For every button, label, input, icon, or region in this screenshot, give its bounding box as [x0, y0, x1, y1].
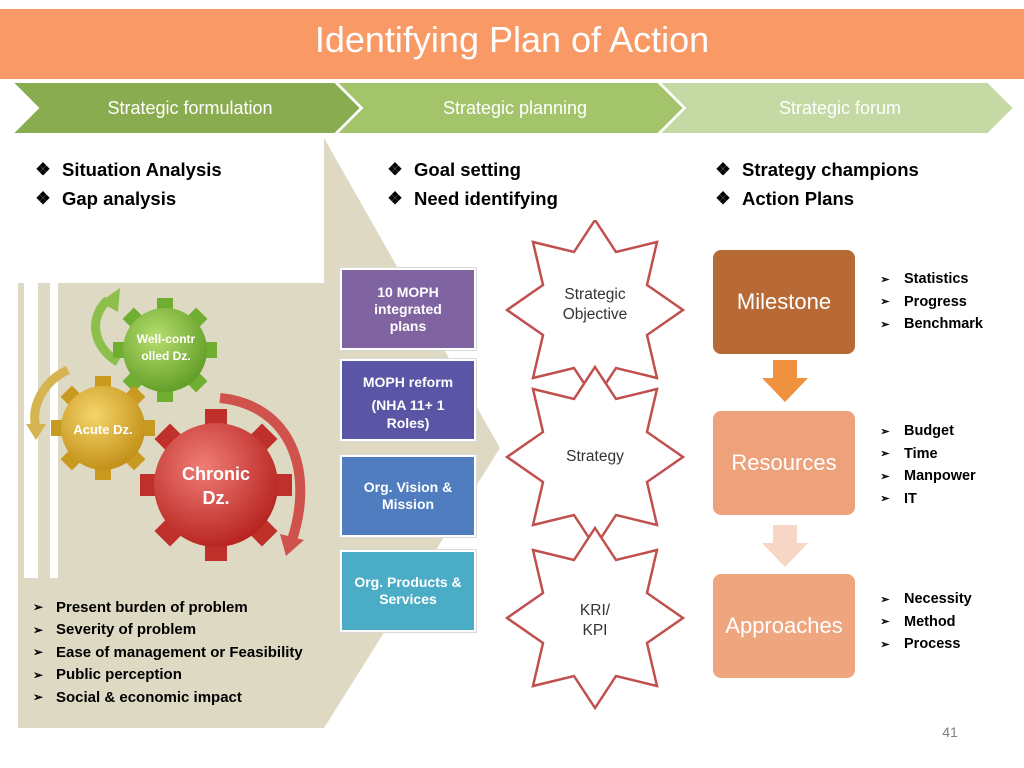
resources-list: ➢Budget ➢Time ➢Manpower ➢IT	[866, 420, 976, 511]
chevron-label-planning: Strategic planning	[442, 98, 588, 118]
chevron-label-formulation: Strategic formulation	[107, 98, 273, 118]
gear-label-chronic: Chronic Dz.	[181, 464, 250, 508]
cycle-arrow-gold	[30, 365, 71, 430]
list-item: ➢Social & economic impact	[20, 686, 303, 709]
list-item: ➢Benchmark	[866, 313, 983, 336]
list-item: ➢Time	[866, 443, 976, 466]
page-title: Identifying Plan of Action	[314, 19, 710, 60]
bullet-goal-setting: Goal setting	[414, 158, 521, 180]
arrow-bullet-icon: ➢	[880, 470, 890, 483]
arrow-bullet-icon: ➢	[32, 645, 44, 660]
gear-label-acute: Acute Dz.	[73, 422, 133, 437]
page-number: 41	[942, 724, 958, 740]
gear-acute	[51, 376, 155, 480]
approaches-list: ➢Necessity ➢Method ➢Process	[866, 588, 972, 656]
list-item: ➢Statistics	[866, 268, 983, 291]
list-item: ➢Necessity	[866, 588, 971, 611]
gear-chronic	[140, 409, 292, 561]
forum-bullets: ❖ Strategy champions ❖ Action Plans	[704, 155, 919, 213]
arrow-bullet-icon: ➢	[880, 593, 890, 606]
arrow-bullet-icon: ➢	[880, 296, 890, 309]
arrow-bullet-icon: ➢	[32, 622, 44, 637]
cycle-arrow-red	[219, 393, 306, 542]
list-item: ➢Method	[866, 611, 972, 634]
criteria-list: ➢Present burden of problem ➢Severity of …	[20, 596, 303, 709]
diamond-bullet-icon: ❖	[387, 188, 403, 208]
bullet-strategy-champions: Strategy champions	[742, 158, 919, 180]
bullet-situation-analysis: Situation Analysis	[62, 158, 222, 180]
planning-bullets: ❖ Goal setting ❖ Need identifying	[376, 155, 558, 213]
list-item: ➢IT	[866, 488, 976, 511]
arrow-bullet-icon: ➢	[880, 273, 890, 286]
arrow-bullet-icon: ➢	[32, 667, 44, 682]
star-kri-kpi	[505, 525, 686, 711]
list-item: ➢Progress	[866, 291, 983, 314]
gear-label-well-controlled: Well-controlled Dz.	[136, 332, 196, 363]
arrow-bullet-icon: ➢	[880, 425, 890, 438]
moph-box-vision-mission: Org. Vision &Mission	[340, 455, 476, 537]
arrow-bullet-icon: ➢	[880, 318, 890, 331]
resources-box: Resources	[713, 411, 855, 515]
gear-well-controlled	[113, 298, 217, 402]
diamond-bullet-icon: ❖	[35, 188, 51, 208]
gears-diagram	[26, 288, 306, 561]
arrow-bullet-icon: ➢	[32, 600, 44, 615]
stars-column	[505, 220, 686, 711]
down-arrow-icon	[762, 525, 808, 567]
down-arrow-icon	[762, 360, 808, 402]
chevron-label-forum: Strategic forum	[778, 98, 902, 118]
arrow-bullet-icon: ➢	[32, 690, 44, 705]
step-arrows	[762, 360, 808, 567]
list-item: ➢Severity of problem	[20, 619, 303, 642]
star-label-kri-kpi: KRI/KPI	[579, 602, 611, 639]
star-label-strategy: Strategy	[566, 448, 624, 465]
diamond-bullet-icon: ❖	[715, 159, 731, 179]
bullet-gap-analysis: Gap analysis	[62, 187, 177, 209]
milestone-list: ➢Statistics ➢Progress ➢Benchmark	[866, 268, 983, 336]
bullet-need-identifying: Need identifying	[414, 187, 558, 209]
approaches-box: Approaches	[713, 574, 855, 678]
list-item: ➢Budget	[866, 420, 976, 443]
moph-box-products-services: Org. Products &Services	[340, 550, 476, 632]
arrow-bullet-icon: ➢	[880, 448, 890, 461]
list-item: ➢Manpower	[866, 465, 975, 488]
list-item: ➢Ease of management or Feasibility	[20, 641, 303, 664]
arrow-bullet-icon: ➢	[880, 493, 890, 506]
bullet-action-plans: Action Plans	[742, 187, 855, 209]
phase-chevrons	[9, 81, 1016, 135]
diamond-bullet-icon: ❖	[35, 159, 51, 179]
milestone-box: Milestone	[713, 250, 855, 354]
diamond-bullet-icon: ❖	[715, 188, 731, 208]
list-item: ➢Present burden of problem	[20, 596, 303, 619]
diamond-bullet-icon: ❖	[387, 159, 403, 179]
cycle-arrow-green	[91, 296, 121, 366]
title-banner: Identifying Plan of Action	[0, 9, 1024, 79]
arrow-bullet-icon: ➢	[880, 638, 890, 651]
chevron-forum	[656, 81, 1016, 135]
formulation-bullets: ❖ Situation Analysis ❖ Gap analysis	[24, 155, 222, 213]
list-item: ➢Public perception	[20, 664, 303, 687]
list-item: ➢Process	[866, 633, 972, 656]
arrow-bullet-icon: ➢	[880, 616, 890, 629]
